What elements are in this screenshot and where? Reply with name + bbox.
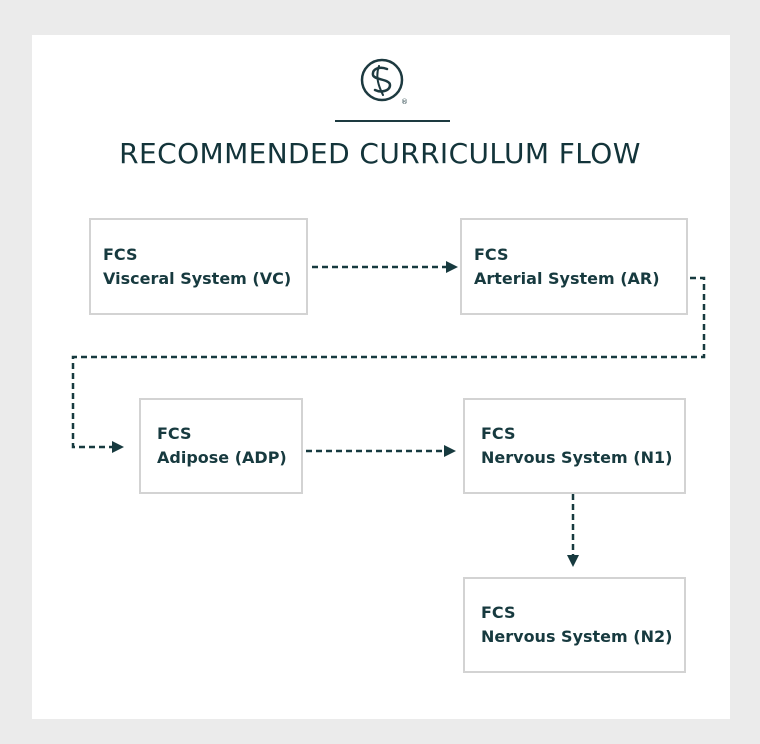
registered-mark: ® [401, 98, 408, 106]
title-divider [335, 120, 450, 122]
node-prefix: FCS [481, 603, 516, 622]
node-prefix: FCS [157, 424, 192, 443]
node-prefix: FCS [481, 424, 516, 443]
node-name: Nervous System (N1) [481, 448, 673, 467]
node-name: Arterial System (AR) [474, 268, 660, 288]
node-nervous-system-n1: FCS Nervous System (N1) [463, 398, 686, 494]
node-visceral-system: FCS Visceral System (VC) [89, 218, 308, 315]
node-prefix: FCS [103, 244, 138, 264]
node-arterial-system: FCS Arterial System (AR) [460, 218, 688, 315]
node-name: Nervous System (N2) [481, 627, 673, 646]
node-prefix: FCS [474, 244, 509, 264]
node-nervous-system-n2: FCS Nervous System (N2) [463, 577, 686, 673]
cs-logo-icon: ® [360, 58, 408, 106]
node-name: Adipose (ADP) [157, 448, 287, 467]
page-title: RECOMMENDED CURRICULUM FLOW [119, 137, 641, 170]
node-name: Visceral System (VC) [103, 268, 292, 288]
node-adipose: FCS Adipose (ADP) [139, 398, 303, 494]
